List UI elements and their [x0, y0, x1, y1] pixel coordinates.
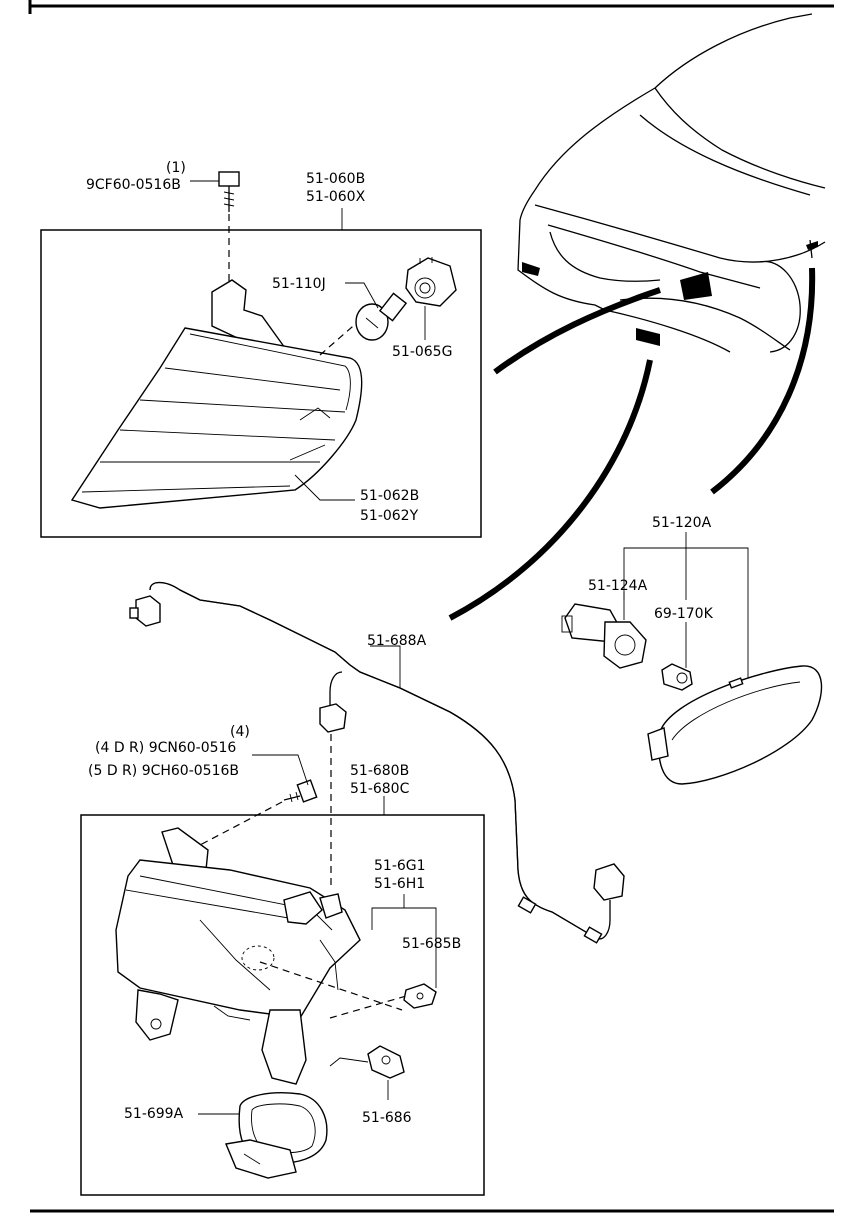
corner-lamp-box: [40, 229, 482, 538]
side-marker-socket-icon: [561, 603, 647, 669]
lens-part-number-2: 51-062Y: [360, 508, 419, 524]
bolt-part-number: 9CF60-0516B: [86, 177, 181, 193]
leader-corner-lamp: [493, 287, 661, 375]
car-front-outline: [517, 13, 826, 353]
side-marker-socket-part-number: 51-124A: [588, 578, 648, 594]
bracket-icon: [329, 1045, 405, 1100]
fog-lamp-icon: [115, 827, 361, 1085]
bulb-part-number: 51-110J: [272, 276, 326, 292]
fog-lamp-box: [80, 814, 485, 1196]
quantity-label-4: (4): [230, 724, 250, 740]
fog-bezel-icon: [225, 1092, 328, 1179]
leader-fog-lamp: [448, 359, 653, 621]
clip-nut-part-number: 51-685B: [402, 936, 461, 952]
corner-lamp-part-number-2: 51-060X: [306, 189, 366, 205]
fog-lamp-part-number-2: 51-680C: [350, 781, 410, 797]
lens-part-number-1: 51-062B: [360, 488, 419, 504]
bolt-icon: [190, 171, 240, 212]
socket-part-number: 51-065G: [392, 344, 452, 360]
socket-icon: [405, 257, 457, 340]
fog-lamp-sub-part-number-2: 51-6H1: [374, 876, 425, 892]
side-marker-bulb-icon: [661, 663, 693, 691]
bracket-part-number: 51-686: [362, 1110, 412, 1126]
fog-lamp-sub-part-number-1: 51-6G1: [374, 858, 426, 874]
corner-lamp-part-number-1: 51-060B: [306, 171, 365, 187]
bulb-icon: [345, 282, 408, 341]
bolt-5dr-part-number: (5 D R) 9CH60-0516B: [88, 763, 239, 779]
fog-lamp-bolt-icon: [252, 754, 318, 803]
clip-nut-icon: [403, 983, 437, 1009]
side-marker-part-number: 51-120A: [652, 515, 712, 531]
side-marker-bulb-part-number: 69-170K: [654, 606, 714, 622]
wiring-harness-icon: [129, 581, 625, 944]
page-frame: [28, 0, 834, 1213]
side-marker-lamp-icon: [647, 665, 823, 785]
bolt-4dr-part-number: (4 D R) 9CN60-0516: [95, 740, 236, 756]
side-marker-leaders: [623, 532, 749, 686]
leader-side-marker: [710, 267, 816, 495]
fog-lamp-part-number-1: 51-680B: [350, 763, 409, 779]
fog-bezel-part-number: 51-699A: [124, 1106, 184, 1122]
quantity-label-1: (1): [166, 160, 186, 176]
corner-lamp-icon: [70, 279, 363, 509]
harness-part-number: 51-688A: [367, 633, 427, 649]
